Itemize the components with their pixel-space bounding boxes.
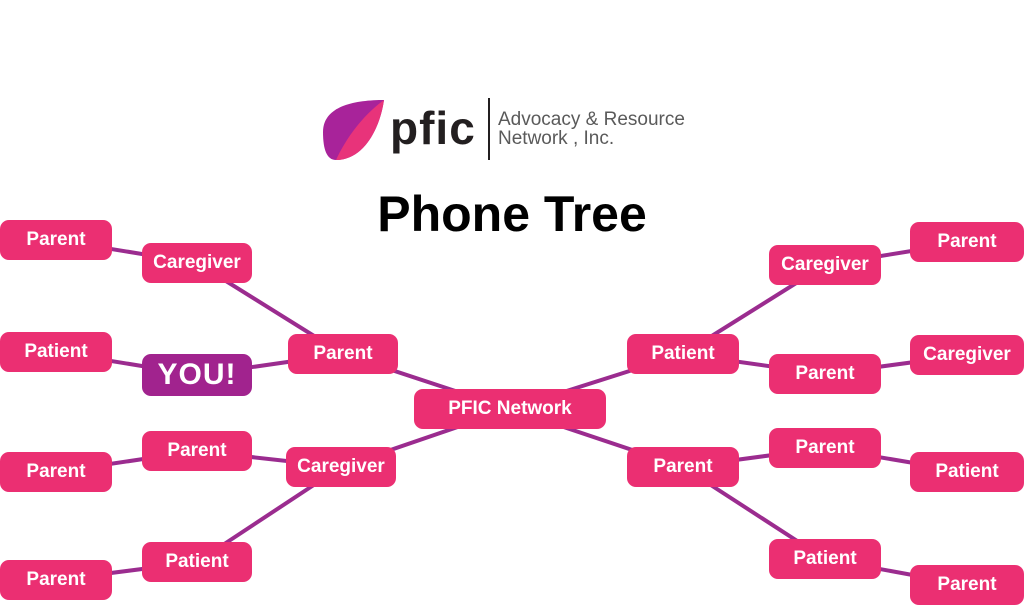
tree-node: Parent xyxy=(0,220,112,260)
tree-node: Parent xyxy=(769,428,881,468)
logo-wordmark: pfic xyxy=(390,102,476,154)
tree-node: Parent xyxy=(142,431,252,471)
tree-node: Parent xyxy=(0,452,112,492)
you-node: YOU! xyxy=(142,354,252,396)
tree-node: Patient xyxy=(142,542,252,582)
tree-node: Patient xyxy=(0,332,112,372)
tree-node: Caregiver xyxy=(142,243,252,283)
tree-node: Patient xyxy=(769,539,881,579)
page-title: Phone Tree xyxy=(377,186,647,242)
logo-tagline: Advocacy & Resource Network , Inc. xyxy=(498,110,685,148)
tree-node: Parent xyxy=(910,222,1024,262)
logo-tagline-line1: Advocacy & Resource xyxy=(498,109,685,130)
tree-node: Patient xyxy=(627,334,739,374)
pfic-logo: pfic Advocacy & Resource Network , Inc. xyxy=(320,96,720,162)
tree-node: Caregiver xyxy=(769,245,881,285)
tree-node: Parent xyxy=(627,447,739,487)
tree-node: Parent xyxy=(769,354,881,394)
root-node: PFIC Network xyxy=(414,389,606,429)
logo-divider xyxy=(488,98,490,160)
tree-node: Parent xyxy=(910,565,1024,605)
tree-node: Caregiver xyxy=(286,447,396,487)
leaf-icon xyxy=(323,100,384,160)
tree-node: Parent xyxy=(0,560,112,600)
tree-node: Parent xyxy=(288,334,398,374)
tree-node: Caregiver xyxy=(910,335,1024,375)
tree-node: Patient xyxy=(910,452,1024,492)
logo-tagline-line2: Network , Inc. xyxy=(498,128,615,149)
